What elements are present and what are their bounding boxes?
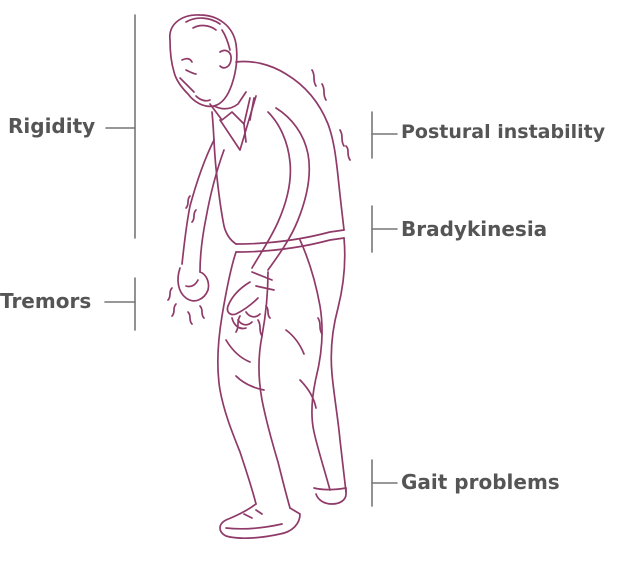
- elderly-man-illustration: [167, 14, 351, 540]
- label-gait-problems: Gait problems: [401, 470, 560, 494]
- label-tremors: Tremors: [0, 289, 92, 313]
- bracket-lines: [104, 14, 398, 507]
- label-rigidity: Rigidity: [8, 114, 96, 138]
- label-postural-instability: Postural instability: [401, 121, 606, 143]
- label-bradykinesia: Bradykinesia: [401, 217, 548, 241]
